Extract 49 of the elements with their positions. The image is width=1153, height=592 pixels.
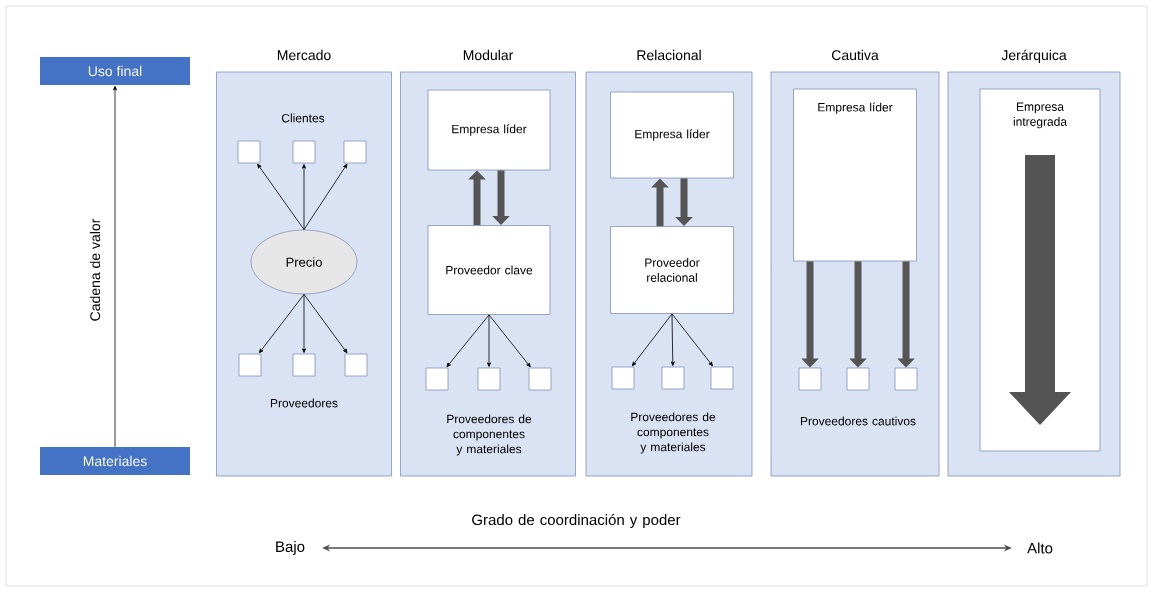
arrow bbox=[257, 163, 305, 230]
panel-heading: Modular bbox=[463, 49, 514, 61]
arrow bbox=[671, 313, 713, 367]
value-chain-box: Uso final bbox=[40, 57, 190, 85]
small-box bbox=[528, 367, 552, 391]
small-box bbox=[238, 353, 262, 377]
axis-title: Grado de coordinación y poder bbox=[472, 513, 681, 529]
arrow bbox=[446, 314, 490, 368]
value-chain-box: Materiales bbox=[40, 447, 190, 475]
firm-box: Proveedor clave bbox=[427, 225, 551, 315]
small-box bbox=[477, 367, 501, 391]
edge-label: Cadena de valor bbox=[89, 218, 101, 321]
group-label: Proveedores bbox=[270, 398, 338, 408]
panel-heading: Cautiva bbox=[832, 49, 879, 61]
small-box bbox=[846, 367, 870, 391]
group-label: Proveedores cautivos bbox=[800, 416, 916, 426]
arrow bbox=[302, 164, 306, 230]
small-box bbox=[343, 140, 367, 164]
panel-heading: Jerárquica bbox=[1001, 49, 1067, 63]
arrow bbox=[487, 314, 491, 367]
panel-heading: Relacional bbox=[637, 49, 701, 61]
arrow bbox=[113, 85, 117, 448]
group-label: Proveedores de componentes y materiales bbox=[447, 414, 532, 456]
small-box bbox=[611, 366, 635, 390]
small-box bbox=[344, 353, 368, 377]
small-box bbox=[894, 367, 918, 391]
arrow bbox=[258, 294, 305, 354]
arrow bbox=[631, 313, 673, 367]
firm-box: Empresa líder bbox=[793, 88, 917, 262]
arrow bbox=[303, 294, 348, 354]
small-box bbox=[292, 353, 316, 377]
arrow bbox=[303, 163, 348, 230]
small-box bbox=[292, 140, 316, 164]
small-box bbox=[425, 367, 449, 391]
small-box bbox=[710, 366, 734, 390]
small-box bbox=[237, 140, 261, 164]
firm-box: Empresa líder bbox=[610, 91, 734, 179]
small-box bbox=[798, 367, 822, 391]
firm-box: Empresa líder bbox=[427, 89, 551, 171]
firm-box: Proveedor relacional bbox=[610, 226, 734, 314]
panel-heading: Mercado bbox=[277, 49, 331, 61]
arrow bbox=[670, 313, 675, 366]
axis-end-label: Bajo bbox=[276, 541, 305, 555]
small-box bbox=[661, 366, 685, 390]
arrow bbox=[302, 294, 306, 353]
group-label: Clientes bbox=[281, 113, 325, 123]
axis-end-label: Alto bbox=[1027, 542, 1053, 554]
arrow bbox=[488, 314, 531, 368]
group-label: Proveedores de componentes y materiales bbox=[631, 412, 716, 454]
